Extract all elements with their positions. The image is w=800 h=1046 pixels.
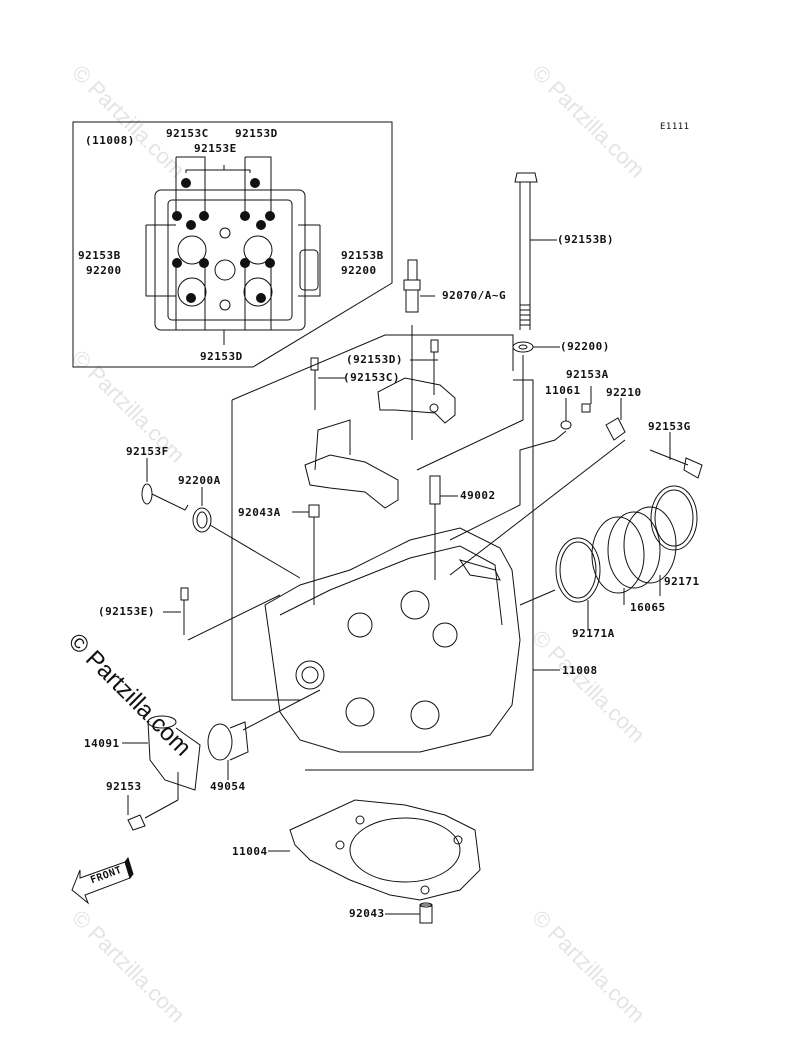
valve-guide	[429, 475, 441, 580]
main-frame	[231, 334, 534, 771]
inset-label-92153C[interactable]: 92153C	[166, 127, 209, 140]
thermostat-parts	[127, 689, 321, 831]
long-head-bolt	[416, 172, 538, 471]
part-label-92153A[interactable]: 92153A	[566, 368, 609, 381]
cylinder-head-body	[264, 527, 521, 753]
part-label-92171A[interactable]: 92171A	[572, 627, 615, 640]
part-label-14091[interactable]: 14091	[84, 737, 120, 750]
head-gasket	[289, 799, 481, 901]
inset-frame	[72, 121, 393, 368]
part-label-92153E[interactable]: (92153E)	[98, 605, 155, 618]
inset-assembly-ref: (11008)	[85, 134, 135, 147]
inset-label-92153D-top[interactable]: 92153D	[235, 127, 278, 140]
leader-lines	[122, 239, 671, 915]
part-label-11061[interactable]: 11061	[545, 384, 581, 397]
part-label-92210[interactable]: 92210	[606, 386, 642, 399]
part-label-92200[interactable]: (92200)	[560, 340, 610, 353]
camshaft-cap-right	[377, 339, 456, 424]
inset-bolts	[172, 178, 275, 303]
part-label-92153G[interactable]: 92153G	[648, 420, 691, 433]
part-label-92153F[interactable]: 92153F	[126, 445, 169, 458]
diagram-code: E1111	[660, 122, 690, 132]
inset-label-92153E[interactable]: 92153E	[194, 142, 237, 155]
part-label-92043A[interactable]: 92043A	[238, 506, 281, 519]
part-label-92153C[interactable]: (92153C)	[343, 371, 400, 384]
part-label-16065[interactable]: 16065	[630, 601, 666, 614]
part-label-11004[interactable]: 11004	[232, 845, 268, 858]
part-label-49054[interactable]: 49054	[210, 780, 246, 793]
spark-plug	[403, 259, 421, 440]
part-label-92070[interactable]: 92070/A~G	[442, 289, 507, 302]
part-label-49002[interactable]: 49002	[460, 489, 496, 502]
dowel-pin	[419, 902, 433, 924]
part-label-92043[interactable]: 92043	[349, 907, 385, 920]
inset-label-92153D-bottom[interactable]: 92153D	[200, 350, 243, 363]
part-label-92171[interactable]: 92171	[664, 575, 700, 588]
front-arrow-icon	[71, 856, 134, 905]
inset-leaders	[145, 156, 321, 345]
part-label-92153B[interactable]: (92153B)	[557, 233, 614, 246]
camshaft-cap-left	[304, 357, 399, 605]
left-parts	[141, 483, 301, 641]
part-label-92200A[interactable]: 92200A	[178, 474, 221, 487]
part-label-92153[interactable]: 92153	[106, 780, 142, 793]
part-label-11008[interactable]: 11008	[562, 664, 598, 677]
part-label-92153D[interactable]: (92153D)	[346, 353, 403, 366]
inset-label-92200-right[interactable]: 92200	[341, 264, 377, 277]
intake-parts	[449, 403, 703, 606]
inset-label-92200-left[interactable]: 92200	[86, 264, 122, 277]
inset-label-92153B-left[interactable]: 92153B	[78, 249, 121, 262]
inset-label-92153B-right[interactable]: 92153B	[341, 249, 384, 262]
